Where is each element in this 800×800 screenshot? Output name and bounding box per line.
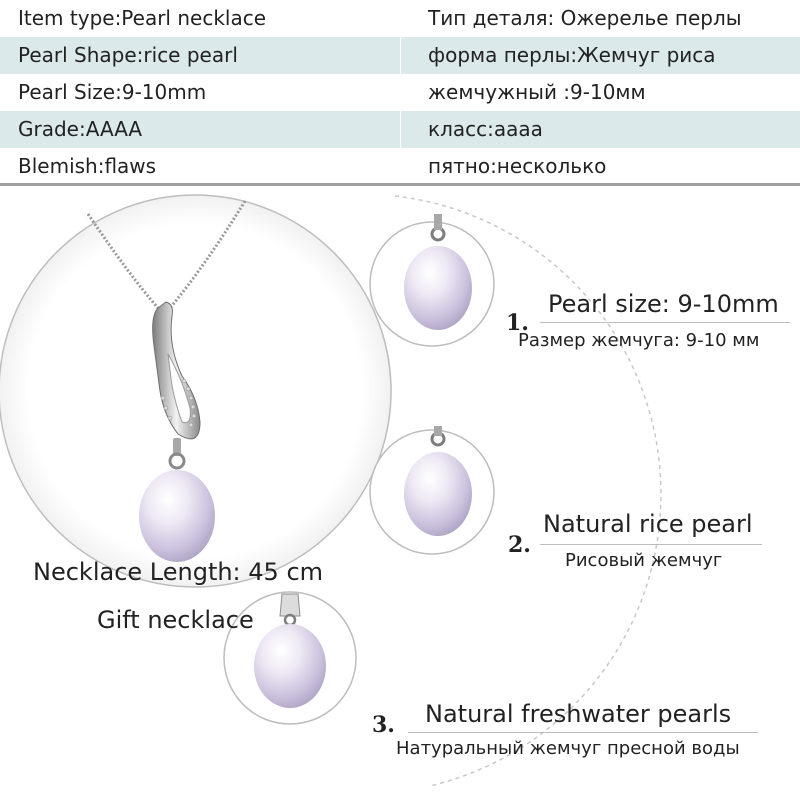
pearl-lens-3	[223, 591, 357, 725]
spec-row-item-type: Item type:Pearl necklace Тип деталя: Оже…	[0, 0, 800, 37]
spec-blemish-ru: пятно:несколько	[428, 154, 607, 178]
spec-column-divider	[400, 0, 401, 183]
feature-3-subtitle: Натуральный жемчуг пресной воды	[396, 738, 740, 759]
product-illustration	[0, 194, 662, 787]
feature-3-rule	[408, 732, 758, 733]
feature-2-title: Natural rice pearl	[543, 510, 753, 538]
spec-row-pearl-shape: Pearl Shape:rice pearl форма перлы:Жемчу…	[0, 37, 800, 74]
gift-necklace-label: Gift necklace	[97, 606, 254, 634]
spec-grade-en: Grade:AAAA	[18, 117, 143, 141]
spec-pearl-size-en: Pearl Size:9-10mm	[18, 80, 207, 104]
feature-1-title: Pearl size: 9-10mm	[548, 290, 779, 318]
pearl-lens-1	[369, 214, 495, 347]
spec-table: Item type:Pearl necklace Тип деталя: Оже…	[0, 0, 800, 186]
spec-bottom-rule	[0, 183, 800, 186]
spec-pearl-shape-ru: форма перлы:Жемчуг риса	[428, 43, 716, 67]
pearl-lens-2	[369, 426, 495, 555]
spec-item-type-en: Item type:Pearl necklace	[18, 6, 267, 30]
feature-3-title: Natural freshwater pearls	[425, 700, 732, 728]
necklace-lens	[0, 194, 392, 588]
spec-item-type-ru: Тип деталя: Ожерелье перлы	[428, 6, 742, 30]
spec-row-pearl-size: Pearl Size:9-10mm жемчужный :9-10мм	[0, 74, 800, 111]
spec-pearl-shape-en: Pearl Shape:rice pearl	[18, 43, 238, 67]
feature-2-rule	[540, 544, 762, 545]
pendant-pearl	[139, 470, 215, 562]
orbit-dashed-arc	[394, 195, 662, 787]
feature-2-subtitle: Рисовый жемчуг	[565, 550, 723, 571]
feature-2-number: 2.	[508, 532, 531, 558]
spec-grade-ru: класс:aaaa	[428, 117, 543, 141]
necklace-length-label: Necklace Length: 45 cm	[33, 558, 324, 586]
spec-row-blemish: Blemish:flaws пятно:несколько	[0, 148, 800, 185]
feature-3-number: 3.	[372, 712, 395, 738]
feature-1-rule	[540, 322, 790, 323]
feature-1-subtitle: Размер жемчуга: 9-10 мм	[518, 330, 760, 351]
spec-pearl-size-ru: жемчужный :9-10мм	[428, 80, 646, 104]
spec-blemish-en: Blemish:flaws	[18, 154, 157, 178]
feature-1-number: 1.	[506, 310, 529, 336]
